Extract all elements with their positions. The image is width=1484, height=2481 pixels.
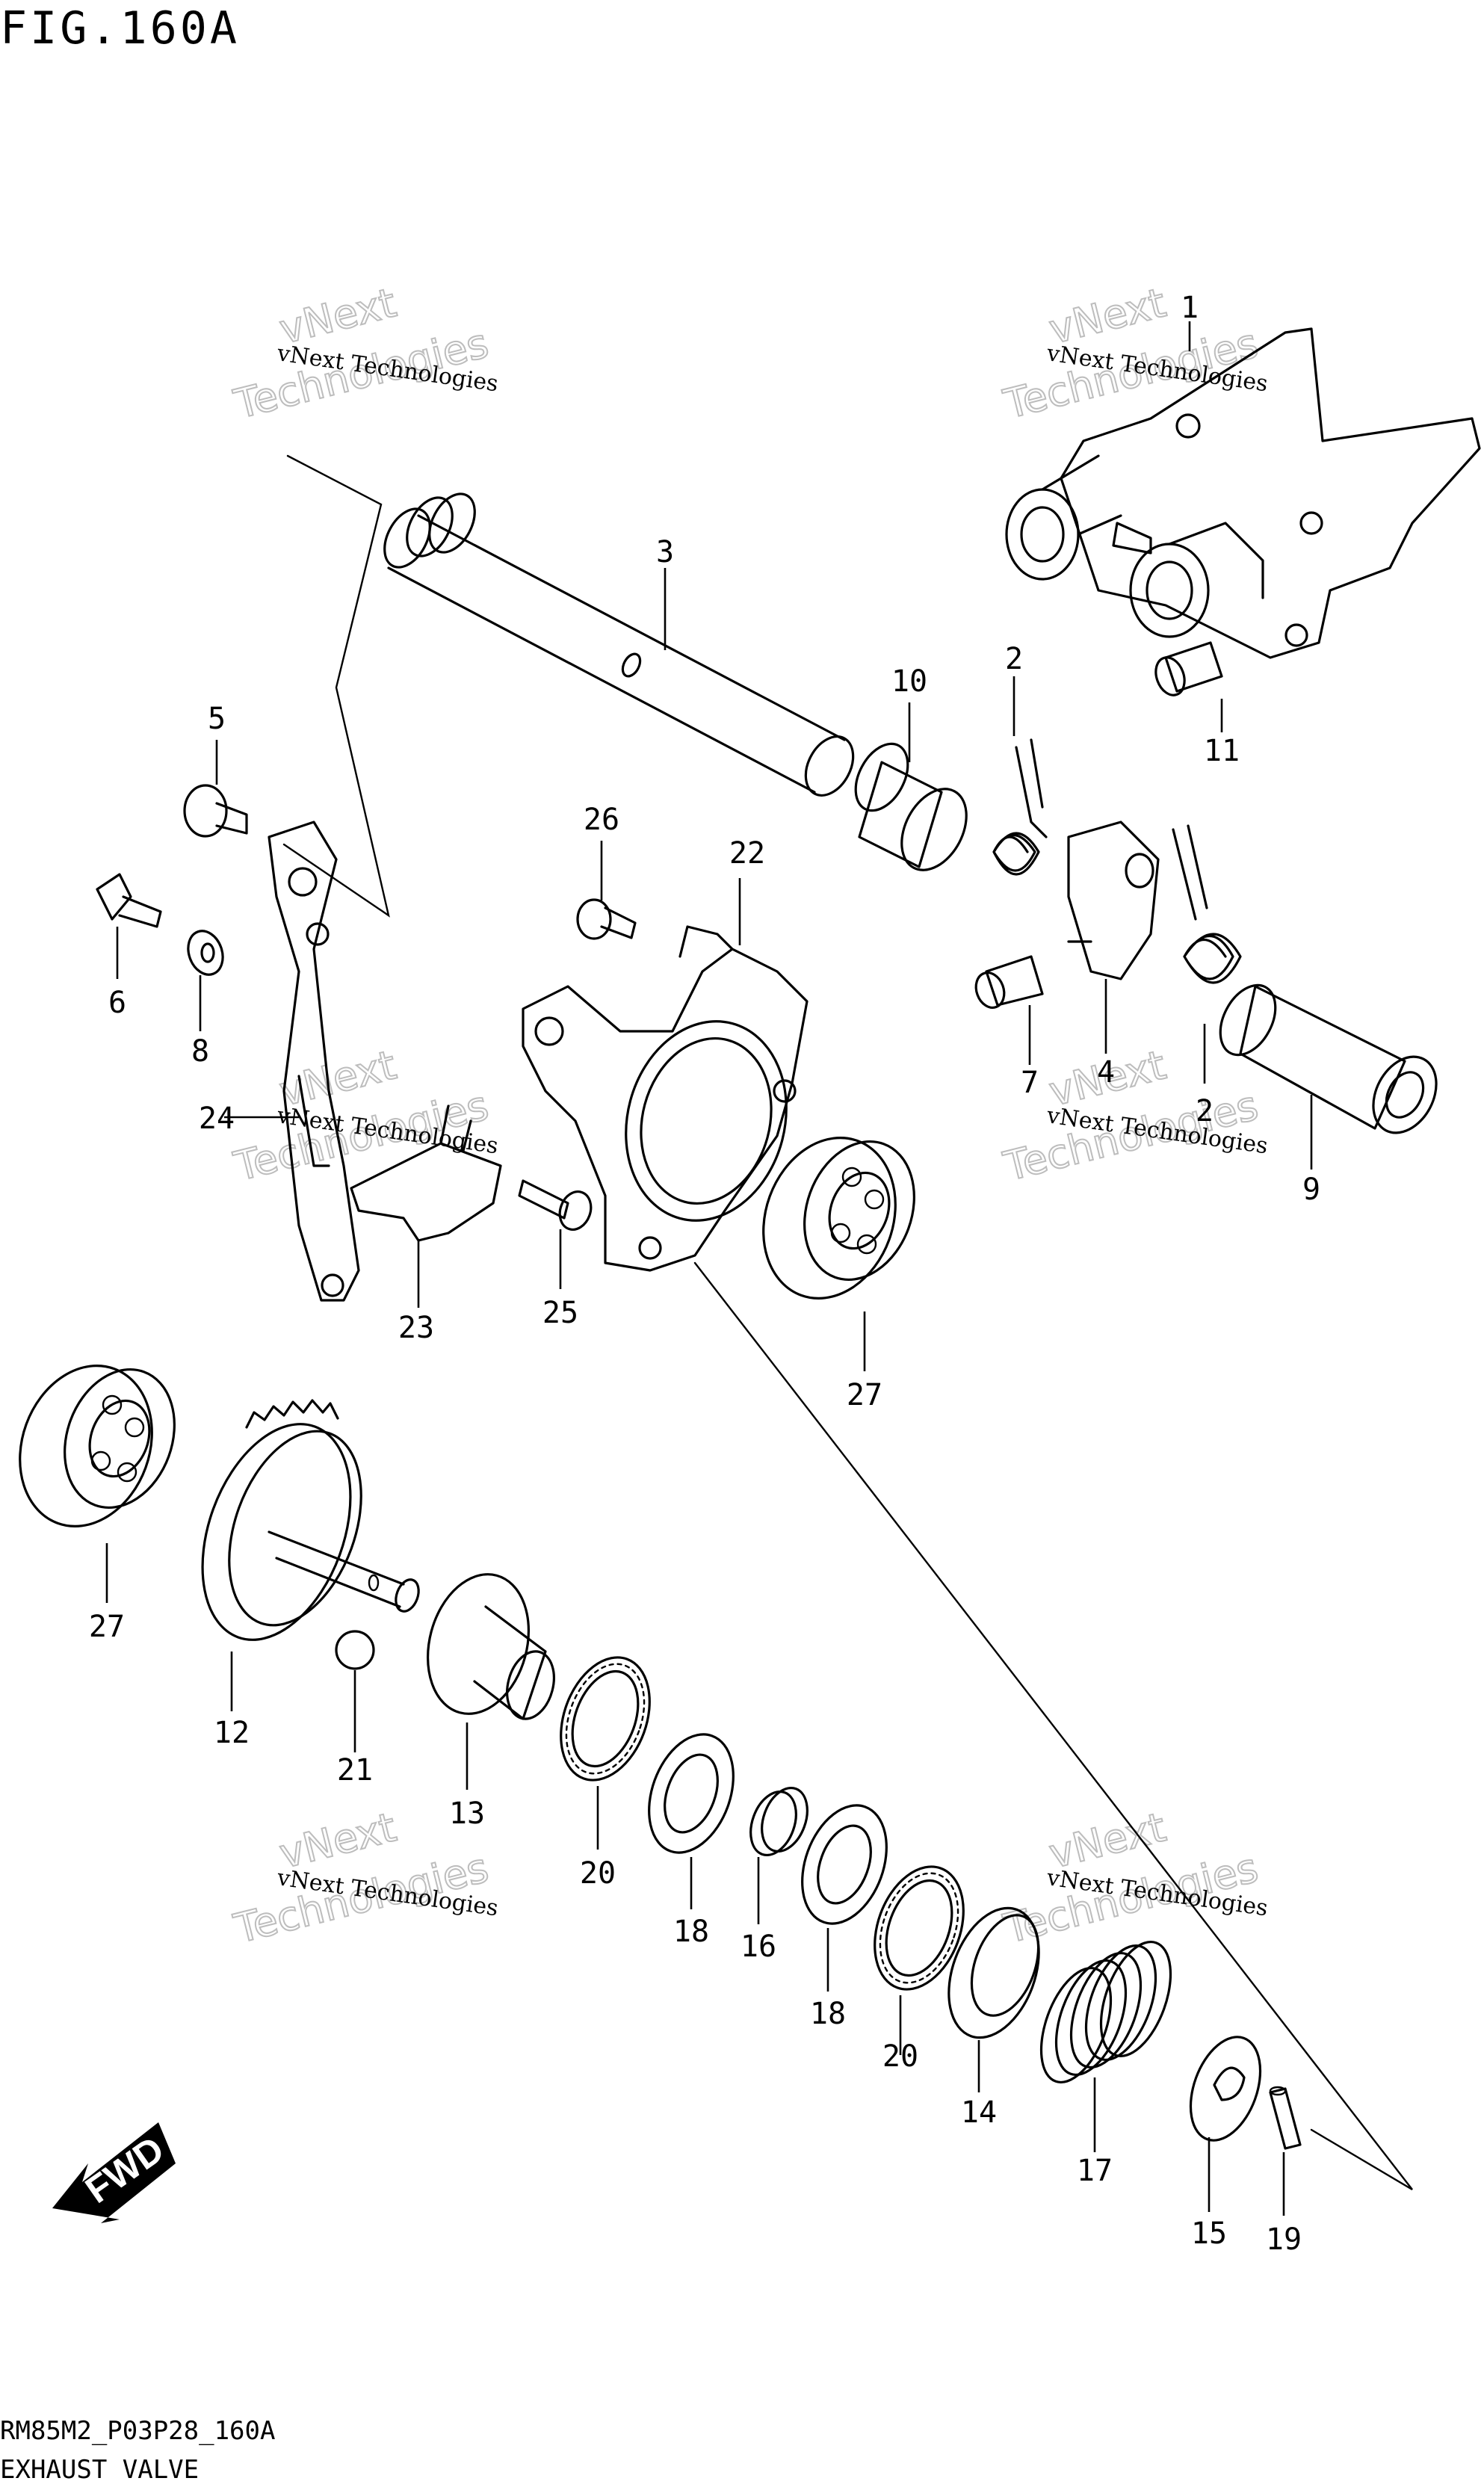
assembly-guide-line-upper [282,454,390,918]
watermark-4: vNext Technologies vNext Technologies [998,1040,1270,1191]
callout-15: 15 [1191,2216,1227,2251]
callout-20a: 20 [580,1856,616,1891]
callout-8: 8 [191,1034,209,1069]
needle-bearing-part-20-upper [560,1656,651,1782]
callout-7: 7 [1021,1066,1039,1100]
screw-part-25 [518,1179,593,1231]
callout-17: 17 [1077,2154,1113,2188]
callout-18b: 18 [810,1997,846,2031]
watermark-3: vNext Technologies vNext Technologies [229,1040,500,1191]
callout-4: 4 [1097,1055,1115,1090]
valve-shaft-part-3 [383,492,855,797]
spring-part-2-upper [992,738,1048,876]
callout-14: 14 [961,2095,997,2130]
coil-spring-part-17 [1039,1940,1172,2084]
collar-part-10 [854,742,968,871]
washer-part-18-lower [801,1804,888,1925]
spring-part-2-lower [1172,824,1242,984]
callout-20b: 20 [882,2039,918,2074]
watermark-6: vNext Technologies vNext Technologies [998,1802,1270,1953]
ring-part-16 [749,1786,809,1857]
callout-27a: 27 [847,1378,882,1412]
bearing-part-27-lower [19,1365,176,1527]
ball-part-21 [335,1630,375,1670]
leader-lines [105,321,1313,2216]
callout-27b: 27 [89,1610,125,1644]
watermark-2: vNext Technologies vNext Technologies [998,278,1270,429]
callout-6: 6 [108,986,126,1020]
housing-part-22 [522,925,809,1272]
retainer-part-15 [1189,2036,1262,2142]
callout-2a: 2 [1005,642,1023,676]
callout-23: 23 [398,1311,434,1345]
watermark-1: vNext Technologies vNext Technologies [229,278,500,429]
pin-part-19 [1269,2086,1302,2150]
callout-5: 5 [208,702,226,736]
needle-bearing-part-20-lower [874,1865,965,1991]
callout-2b: 2 [1196,1094,1214,1128]
link-rod-part-24 [268,821,360,1302]
valve-body-part-1 [1005,327,1481,659]
callout-13: 13 [449,1796,485,1831]
bracket-part-23 [350,1104,502,1242]
callout-1: 1 [1181,291,1199,325]
callout-25: 25 [542,1296,578,1330]
spring-seat-part-14 [947,1906,1040,2039]
figure-title: FIG.160A [0,2,240,55]
section-name: EXHAUST VALVE [0,2455,199,2481]
callout-11: 11 [1204,734,1240,768]
callout-19: 19 [1266,2222,1302,2257]
assembly-guide-line-lower [693,1261,1413,2191]
drawing-code: RM85M2_P03P28_160A [0,2416,275,2446]
bolt-part-11 [1154,641,1223,696]
callout-labels: 1 2 2 3 4 5 6 7 8 9 10 11 12 13 14 15 16… [89,291,1320,2257]
callout-21: 21 [337,1753,373,1788]
bolt-part-5 [183,784,248,838]
callout-26: 26 [584,803,619,837]
callout-3: 3 [656,535,674,569]
lever-part-4 [1067,821,1160,980]
screw-part-26 [576,898,637,940]
callout-16: 16 [741,1930,776,1964]
bolt-part-6 [96,873,162,928]
callout-10: 10 [891,664,927,699]
washer-part-18-upper [648,1733,735,1854]
callout-22: 22 [729,836,765,871]
callout-24: 24 [199,1102,235,1136]
bearing-part-27-upper [762,1137,915,1300]
callout-9: 9 [1302,1172,1320,1207]
washer-part-8 [187,930,224,976]
sleeve-part-13 [426,1573,555,1720]
bolt-part-7 [974,955,1044,1009]
callout-18a: 18 [673,1915,709,1949]
callout-12: 12 [214,1716,250,1750]
collar-part-9 [1219,983,1438,1134]
gear-shaft-part-12 [201,1399,420,1641]
fwd-direction-arrow: FWD [52,2122,176,2223]
